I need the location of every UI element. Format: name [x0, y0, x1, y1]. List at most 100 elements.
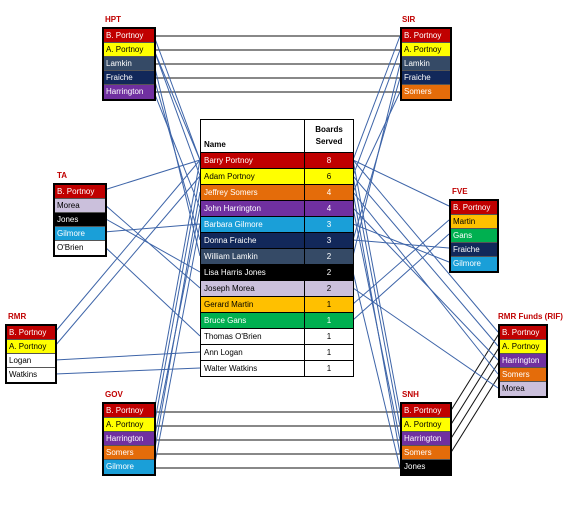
snh-member-cell: Somers — [402, 446, 450, 460]
rmr-member-cell: Watkins — [7, 368, 55, 382]
rmr-member-cell: Logan — [7, 354, 55, 368]
director-name-cell: Lisa Harris Jones — [201, 265, 305, 280]
rmr-member-cell: A. Portnoy — [7, 340, 55, 354]
director-name-cell: Donna Fraiche — [201, 233, 305, 248]
rif-member-cell: Morea — [500, 382, 546, 396]
group-title-ta: TA — [57, 171, 68, 180]
connector-line — [103, 217, 201, 273]
connector-line — [153, 49, 201, 161]
table-row: John Harrington 4 — [201, 201, 353, 217]
snh-member-cell: A. Portnoy — [402, 418, 450, 432]
fve-member-cell: Gilmore — [451, 257, 497, 271]
group-title-fve: FVE — [452, 187, 468, 196]
director-name-cell: Ann Logan — [201, 345, 305, 360]
fve-member-cell: Martin — [451, 215, 497, 229]
ta-member-cell: Morea — [55, 199, 105, 213]
director-name-cell: Adam Portnoy — [201, 169, 305, 184]
connector-line — [352, 219, 450, 305]
group-title-rif: RMR Funds (RIF) — [498, 312, 563, 321]
boards-count-cell: 1 — [326, 316, 332, 325]
director-name-cell: Walter Watkins — [201, 361, 305, 376]
boards-count-cell: 2 — [326, 268, 332, 277]
rif-member-cell: B. Portnoy — [500, 326, 546, 340]
connector-line — [352, 287, 499, 389]
ta-member-cell: Gilmore — [55, 227, 105, 241]
table-header: Name Boards Served — [201, 120, 353, 153]
snh-member-cell: Harrington — [402, 432, 450, 446]
connector-line — [153, 91, 201, 209]
boards-count-cell: 1 — [326, 364, 332, 373]
snh-member-cell: B. Portnoy — [402, 404, 450, 418]
ta-member-cell: O'Brien — [55, 241, 105, 255]
connector-line — [352, 159, 499, 333]
gov-member-cell: A. Portnoy — [104, 418, 154, 432]
connector-line — [449, 345, 501, 427]
boards-count-cell: 4 — [326, 188, 332, 197]
gov-member-cell: Somers — [104, 446, 154, 460]
connector-line — [153, 223, 201, 469]
connector-line — [153, 77, 201, 241]
connector-line — [352, 49, 401, 177]
director-name-cell: Gerard Martin — [201, 297, 305, 312]
sir-member-cell: B. Portnoy — [402, 29, 450, 43]
hpt-member-cell: Harrington — [104, 85, 154, 99]
gov-member-cell: Harrington — [104, 432, 154, 446]
connector-line — [153, 35, 201, 161]
group-title-hpt: HPT — [105, 15, 121, 24]
group-title-gov: GOV — [105, 390, 123, 399]
boards-count-cell: 2 — [326, 252, 332, 261]
boards-count-cell: 3 — [326, 220, 332, 229]
connector-line — [449, 373, 501, 455]
director-name-cell: Jeffrey Somers — [201, 185, 305, 200]
connector-line — [54, 159, 201, 333]
rif-member-cell: Harrington — [500, 354, 546, 368]
ta-member-cell: B. Portnoy — [55, 185, 105, 199]
table-row: Lisa Harris Jones 2 — [201, 265, 353, 281]
connector-line — [449, 359, 501, 441]
sir-member-cell: Fraiche — [402, 71, 450, 85]
connector-line — [352, 191, 499, 375]
connector-line — [352, 239, 450, 249]
connector-line — [103, 223, 201, 233]
director-name-cell: William Lamkin — [201, 249, 305, 264]
connector-line — [352, 159, 401, 413]
connector-line — [103, 159, 201, 191]
director-name-cell: John Harrington — [201, 201, 305, 216]
connector-line — [352, 159, 450, 207]
group-title-snh: SNH — [402, 390, 419, 399]
hpt-member-cell: Lamkin — [104, 57, 154, 71]
boards-count-cell: 1 — [326, 332, 332, 341]
connector-line — [153, 191, 201, 455]
gov-member-cell: B. Portnoy — [104, 404, 154, 418]
hpt-member-cell: B. Portnoy — [104, 29, 154, 43]
boards-count-cell: 4 — [326, 204, 332, 213]
connector-line — [153, 175, 201, 427]
rif-member-cell: A. Portnoy — [500, 340, 546, 354]
snh-member-cell: Jones — [402, 460, 450, 474]
connector-line — [352, 77, 401, 241]
connector-line — [54, 175, 201, 347]
table-row: William Lamkin 2 — [201, 249, 353, 265]
name-column-header: Name — [201, 120, 305, 152]
fve-member-cell: Gans — [451, 229, 497, 243]
connector-line — [352, 91, 401, 193]
connector-line — [352, 175, 499, 347]
ta-member-cell: Jones — [55, 213, 105, 227]
connector-line — [153, 159, 201, 413]
group-title-rmr: RMR — [8, 312, 27, 321]
